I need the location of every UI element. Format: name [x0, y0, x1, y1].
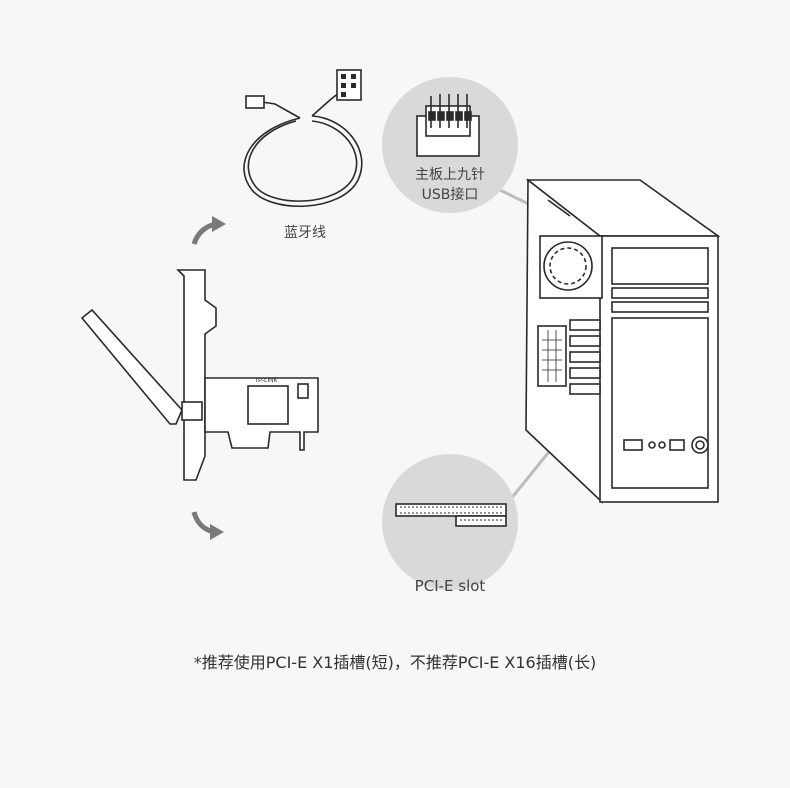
arrow-to-cable-icon [191, 216, 226, 245]
header-label-line1: 主板上九针 [415, 167, 485, 183]
pc-tower-icon [525, 178, 721, 504]
usb-header-callout [382, 77, 518, 213]
bluetooth-cable-icon [243, 69, 363, 207]
cable-label: 蓝牙线 [284, 225, 326, 241]
pcie-slot-icon [395, 503, 507, 527]
pcie-slot-callout [382, 454, 518, 590]
pcie-adapter-card-icon [80, 269, 319, 481]
card-brand-text: TP-LINK [254, 378, 277, 384]
nine-pin-header-icon [416, 94, 480, 157]
slot-label: PCI-E slot [414, 577, 486, 595]
recommendation-note: *推荐使用PCI-E X1插槽(短)，不推荐PCI-E X16插槽(长) [0, 653, 790, 673]
arrow-to-slot-icon [191, 511, 224, 540]
header-label-line2: USB接口 [421, 187, 479, 203]
note-asterisk: * [193, 653, 202, 672]
note-text: 推荐使用PCI-E X1插槽(短)，不推荐PCI-E X16插槽(长) [201, 653, 597, 672]
